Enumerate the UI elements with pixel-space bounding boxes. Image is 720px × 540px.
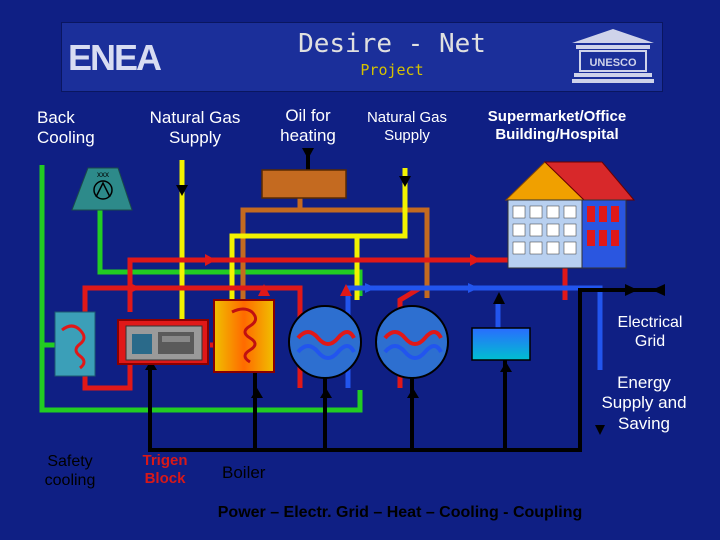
label-footer: Power – Electr. Grid – Heat – Cooling - … [217, 504, 583, 521]
label-back-cooling: Back Cooling [37, 108, 95, 148]
header-banner: ENEA Desire - Net Project UNESCO [61, 22, 663, 92]
cooling-storage [471, 327, 531, 361]
safety-cooling-exchanger [54, 311, 96, 377]
svg-text:xxx: xxx [97, 170, 109, 179]
building-icon [504, 161, 636, 269]
label-natural-gas-supply-2: Natural Gas Supply [366, 109, 448, 144]
label-safety-cooling: Safety cooling [44, 453, 96, 490]
label-electrical-grid: Electrical Grid [617, 314, 683, 351]
label-boiler: Boiler [222, 463, 266, 482]
back-cooling-tower: xxx [71, 167, 133, 211]
label-building: Supermarket/Office Building/Hospital [487, 108, 627, 143]
banner-title: Desire - Net [298, 29, 486, 59]
label-trigen-block: Trigen Block [142, 452, 188, 487]
flow-arrows [130, 148, 665, 435]
banner-subtitle: Project [360, 61, 424, 79]
trigen-block [117, 319, 209, 365]
unesco-logo: UNESCO [570, 27, 656, 85]
absorption-chiller-2 [375, 305, 449, 379]
oil-tank [261, 169, 347, 199]
unesco-logo-text: UNESCO [589, 57, 637, 69]
enea-logo: ENEA [68, 37, 162, 78]
boiler [213, 299, 275, 373]
label-natural-gas-supply-1: Natural Gas Supply [149, 108, 241, 148]
absorption-chiller-1 [288, 305, 362, 379]
label-oil-for-heating: Oil for heating [280, 106, 336, 146]
orange-oil-pipe [240, 196, 430, 300]
label-energy-supply: Energy Supply and Saving [601, 373, 687, 433]
